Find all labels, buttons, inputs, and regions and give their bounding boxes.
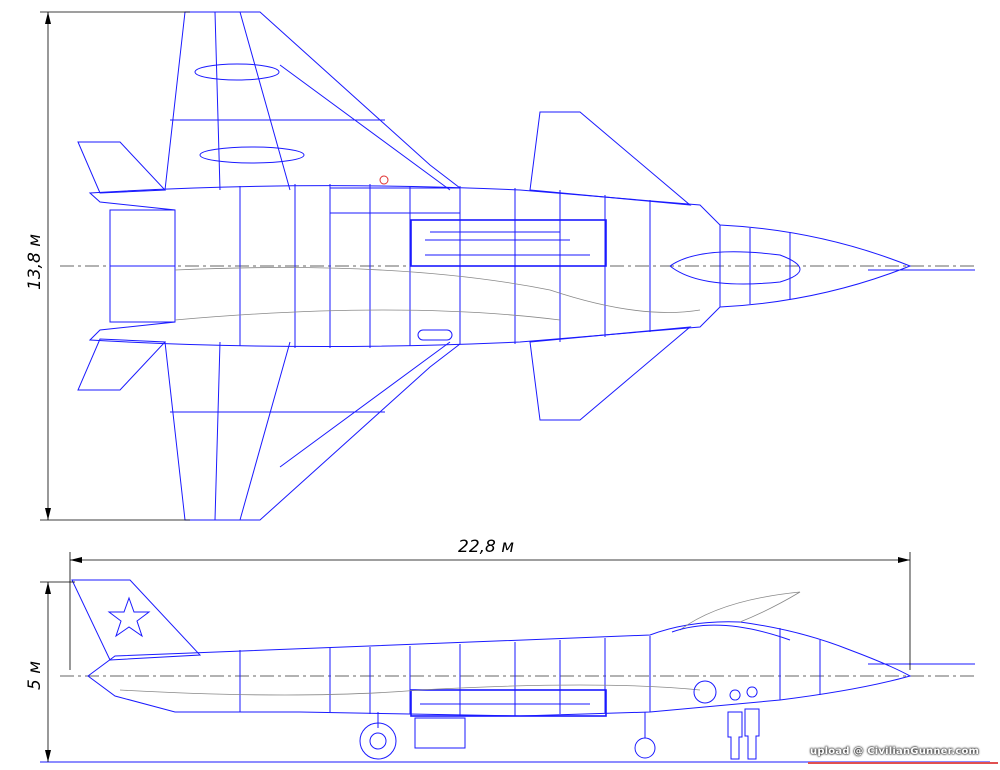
wing-upper (164, 11, 461, 191)
canard-upper (529, 111, 692, 206)
intake-duct (329, 187, 461, 214)
watermark: upload @ CivilianGunner.com (810, 746, 980, 757)
watermark-underline (808, 762, 998, 764)
weapons-bay (410, 219, 607, 267)
dimension-length: 22,8 м (69, 537, 911, 670)
canopy (671, 624, 791, 641)
engine-nozzles (109, 209, 176, 323)
main-gear (359, 712, 466, 760)
canard-lower (529, 326, 692, 421)
span-label: 13,8 м (25, 234, 45, 290)
missiles (425, 231, 590, 256)
weapons-bay (410, 689, 607, 717)
height-label: 5 м (25, 661, 45, 690)
canopy-open (679, 591, 801, 631)
canopy-plan (669, 251, 801, 285)
fuselage-plan (88, 185, 912, 348)
top-view (60, 11, 975, 521)
nose-gear (634, 712, 656, 759)
human-figures (727, 686, 760, 760)
vertical-tail (71, 579, 202, 661)
dimension-height: 5 м (25, 581, 75, 762)
side-view (40, 579, 990, 763)
roundel (693, 680, 717, 704)
dimension-span: 13,8 м (25, 11, 190, 521)
wing-lower (164, 341, 461, 521)
htail-lower (77, 338, 167, 391)
marker (379, 175, 389, 185)
star-insignia (107, 596, 151, 638)
fuselage-profile (87, 621, 912, 717)
htail-upper (77, 141, 167, 194)
wing-panel (194, 63, 280, 81)
length-label: 22,8 м (458, 537, 514, 557)
wing-panel (199, 146, 305, 164)
